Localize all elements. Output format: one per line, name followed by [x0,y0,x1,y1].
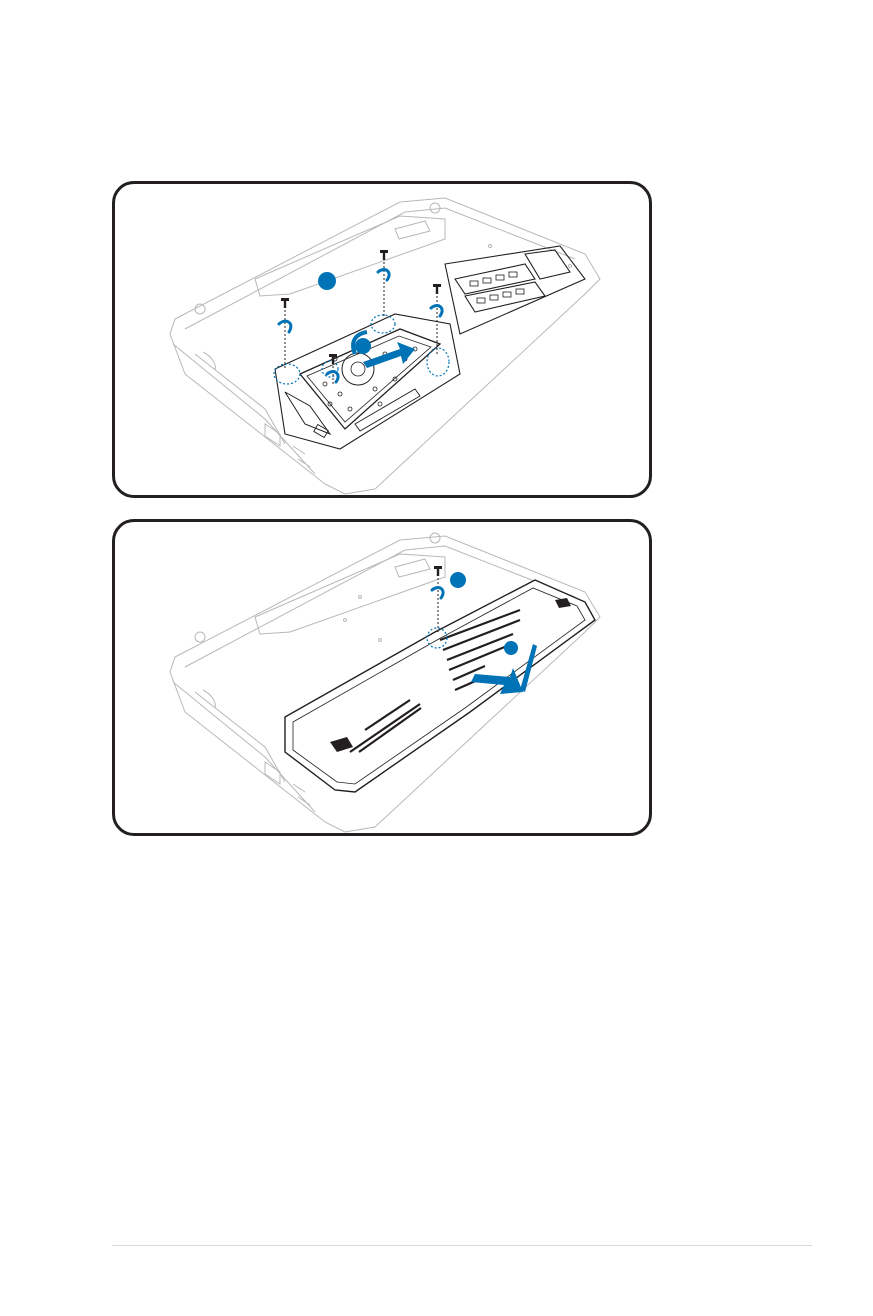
screw-hole-highlights [426,627,448,649]
screw-icon [434,566,442,576]
rotate-arrow-icon [430,586,445,600]
laptop-outline [169,197,601,495]
slide-arrow-icon [471,644,537,694]
laptop-outline [169,532,601,833]
slide-arrow-icon [351,330,415,368]
screw-hole-highlights [273,314,450,385]
hdd-removal-svg [169,197,601,495]
step-marker-icon [450,572,466,588]
screw-icon [281,250,441,364]
compartment-cover [284,579,596,793]
cover-replacement-svg [169,532,601,833]
step-marker-icon [318,272,336,290]
figure-hdd-removal [112,181,652,498]
figure-cover-replacement [112,519,652,836]
memory-bay [444,245,586,335]
rotate-arrow-icon [277,268,444,384]
step-marker-icon [355,338,371,354]
screw-guide-lines [284,258,438,384]
hdd-bay-outline [274,313,461,450]
step-marker-icon [504,641,518,655]
footer-rule [112,1245,812,1246]
